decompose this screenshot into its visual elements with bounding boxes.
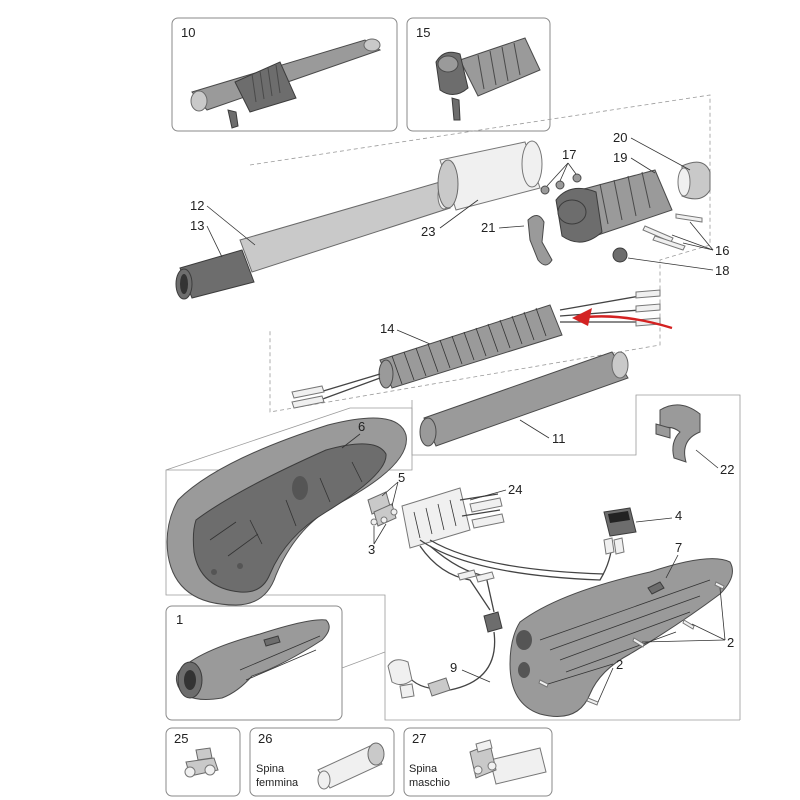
label-4: 4 — [675, 508, 682, 523]
label-3: 3 — [368, 542, 375, 557]
label-17: 17 — [562, 147, 576, 162]
part-14-heating-coil — [291, 289, 661, 409]
part-17-nuts — [540, 173, 582, 195]
box-part-15: 15 — [406, 17, 551, 132]
outline-body-group — [165, 407, 740, 721]
label-12: 12 — [190, 198, 204, 213]
caption-27-line1: Spina — [409, 763, 438, 775]
label-22: 22 — [720, 462, 734, 477]
part-7-right-shell — [509, 558, 733, 717]
caption-26-line2: femmina — [256, 777, 299, 789]
red-arrowhead-icon — [572, 308, 592, 326]
label-24: 24 — [508, 482, 522, 497]
part-12-13-tube — [175, 181, 451, 300]
part-11-rod — [419, 351, 629, 447]
label-27: 27 — [412, 731, 426, 746]
label-21: 21 — [481, 220, 495, 235]
label-6: 6 — [358, 419, 365, 434]
label-25: 25 — [174, 731, 188, 746]
label-19: 19 — [613, 150, 627, 165]
label-26: 26 — [258, 731, 272, 746]
box-part-1: 1 — [165, 605, 343, 721]
label-5: 5 — [398, 470, 405, 485]
label-2-right: 2 — [727, 635, 734, 650]
part-4-switch — [603, 507, 637, 537]
label-7: 7 — [675, 540, 682, 555]
part-21-trigger — [527, 215, 553, 266]
dashed-outline-assembly — [249, 94, 711, 413]
label-16: 16 — [715, 243, 729, 258]
part-5-clips — [367, 491, 398, 527]
label-18: 18 — [715, 263, 729, 278]
caption-26-line1: Spina — [256, 763, 285, 775]
box-part-26: 26 Spina femmina — [249, 727, 395, 797]
part-19-housing — [555, 169, 673, 243]
box-part-27: 27 Spina maschio — [403, 727, 553, 797]
box-part-25: 25 — [165, 727, 241, 797]
part-16-screws — [642, 213, 703, 251]
label-1: 1 — [176, 612, 183, 627]
part-23-sleeve — [437, 140, 543, 211]
box-part-10: 10 — [171, 17, 398, 132]
box-1-connector — [341, 651, 386, 669]
part-24-terminal-block — [401, 487, 505, 549]
part-9-cable-harness — [387, 537, 625, 699]
label-15: 15 — [416, 25, 430, 40]
label-23: 23 — [421, 224, 435, 239]
label-9: 9 — [450, 660, 457, 675]
label-11: 11 — [552, 431, 566, 446]
label-13: 13 — [190, 218, 204, 233]
part-6-left-shell — [166, 417, 407, 606]
part-2-screws — [538, 581, 725, 706]
label-20: 20 — [613, 130, 627, 145]
label-10: 10 — [181, 25, 195, 40]
label-14: 14 — [380, 321, 394, 336]
part-22-clip — [655, 404, 701, 463]
part-20-ring — [677, 161, 711, 200]
label-2-center: 2 — [616, 657, 623, 672]
part-18-nut — [612, 247, 628, 263]
caption-27-line2: maschio — [409, 777, 450, 789]
